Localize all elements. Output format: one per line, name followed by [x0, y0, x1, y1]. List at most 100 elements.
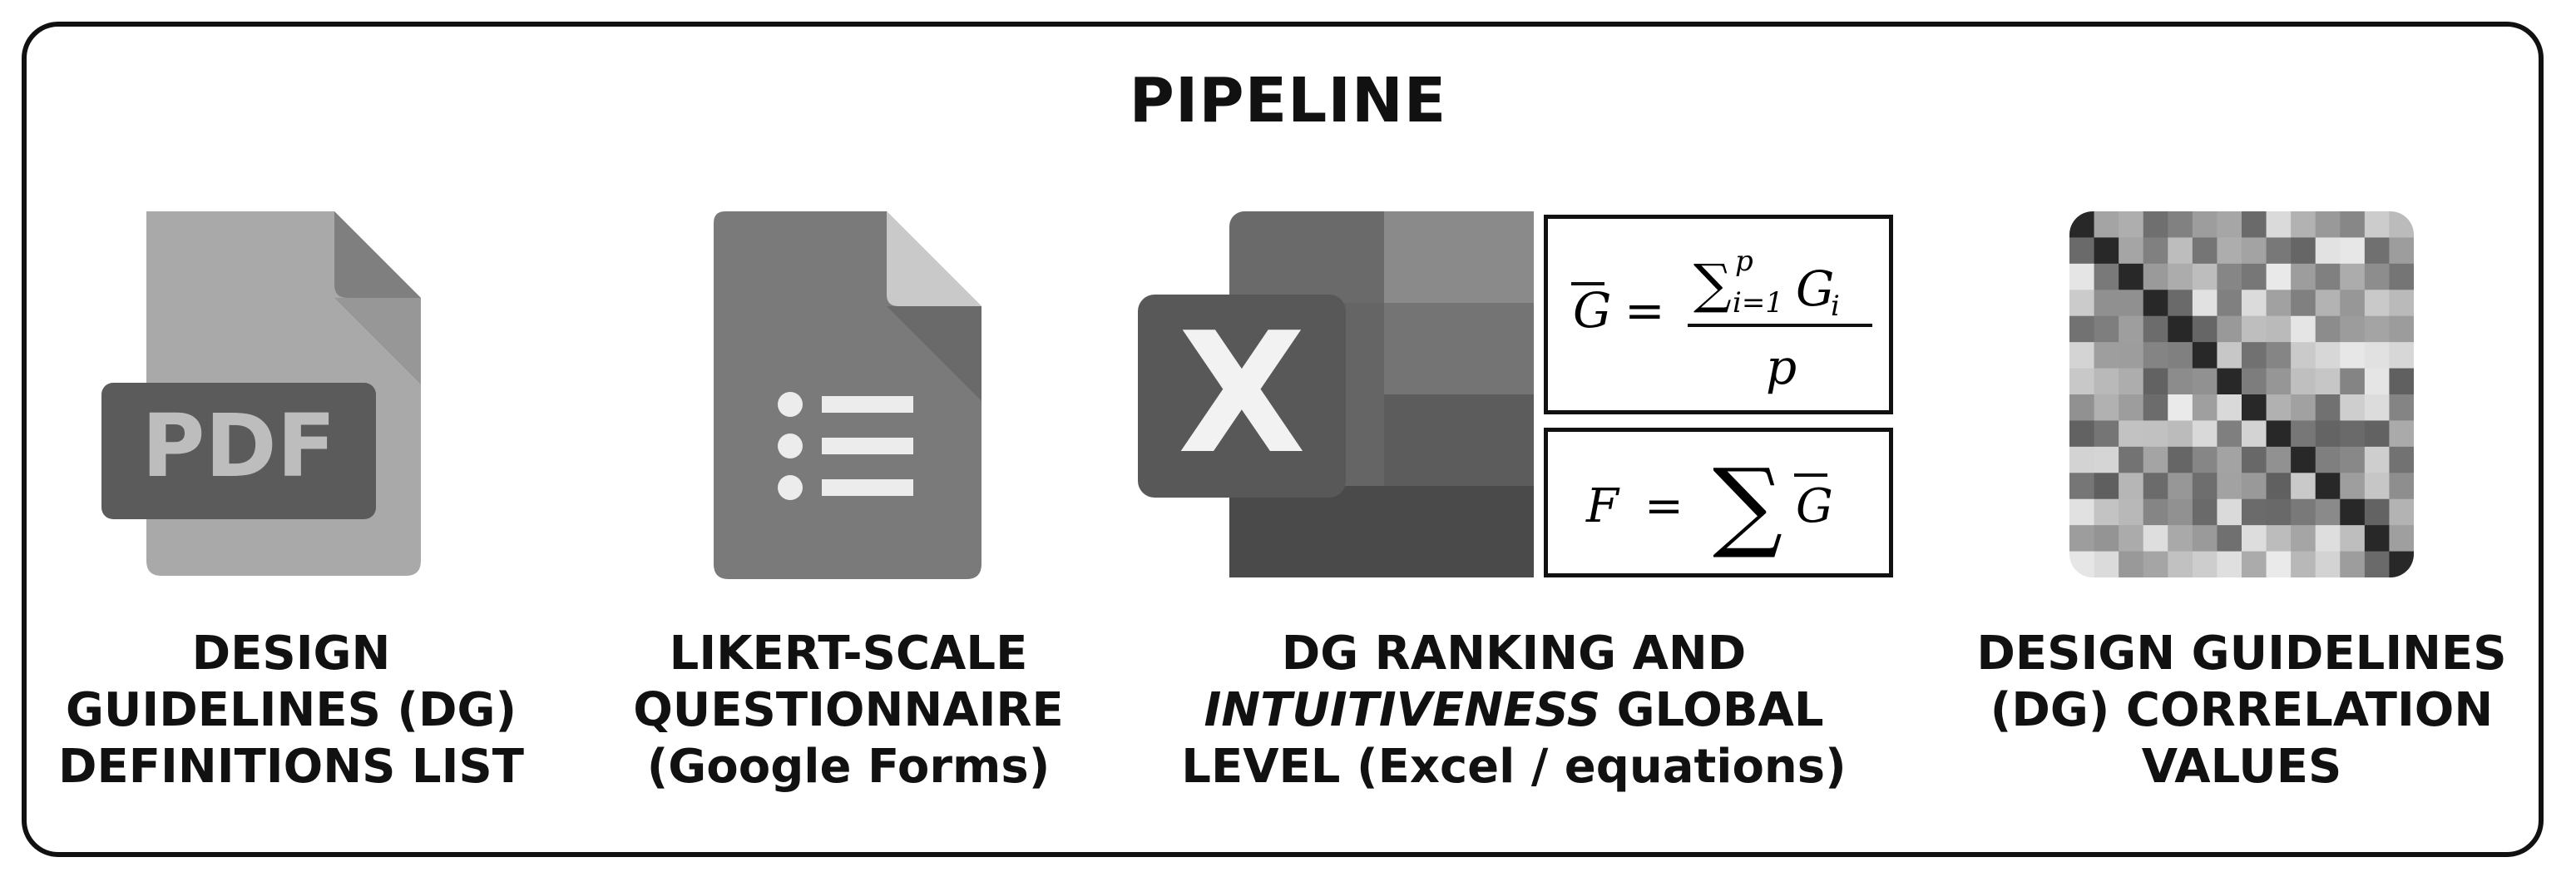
matrix-cell	[2119, 525, 2144, 552]
matrix-cell	[2266, 473, 2292, 500]
matrix-cell	[2217, 446, 2242, 473]
matrix-cell	[2315, 473, 2341, 500]
matrix-cell	[2143, 368, 2168, 395]
matrix-cell	[2143, 211, 2168, 238]
matrix-cell	[2389, 394, 2414, 421]
matrix-cell	[2389, 315, 2414, 343]
matrix-cell	[2143, 473, 2168, 500]
matrix-cell	[2143, 290, 2168, 317]
caption-line: VALUES	[2141, 740, 2342, 794]
caption-line: QUESTIONNAIRE	[633, 683, 1064, 737]
matrix-cell	[2192, 498, 2218, 526]
matrix-cell	[2192, 368, 2218, 395]
matrix-cell	[2340, 420, 2366, 448]
matrix-cell	[2315, 498, 2341, 526]
matrix-cell	[2291, 263, 2316, 290]
matrix-cell	[2192, 473, 2218, 500]
matrix-cell	[2192, 290, 2218, 317]
matrix-cell	[2340, 498, 2366, 526]
matrix-cell	[2217, 263, 2242, 290]
matrix-cell	[2168, 551, 2193, 577]
matrix-cell	[2168, 394, 2193, 421]
matrix-cell	[2119, 237, 2144, 265]
matrix-cell	[2364, 394, 2390, 421]
matrix-cell	[2340, 446, 2366, 473]
matrix-cell	[2364, 237, 2390, 265]
forms-document-icon	[714, 211, 981, 579]
matrix-cell	[2094, 315, 2119, 343]
matrix-cell	[2242, 525, 2267, 552]
matrix-cell	[2389, 420, 2414, 448]
matrix-cell	[2217, 525, 2242, 552]
matrix-cell	[2389, 525, 2414, 552]
matrix-cell	[2291, 394, 2316, 421]
matrix-cell	[2119, 498, 2144, 526]
matrix-cell	[2242, 237, 2267, 265]
svg-text:i: i	[1831, 290, 1840, 323]
matrix-cell	[2266, 211, 2292, 238]
matrix-cell	[2217, 211, 2242, 238]
matrix-cell	[2242, 290, 2267, 317]
matrix-cell	[2217, 368, 2242, 395]
svg-text:G: G	[1573, 282, 1611, 339]
matrix-cell	[2094, 446, 2119, 473]
matrix-cell	[2192, 394, 2218, 421]
matrix-cell	[2291, 446, 2316, 473]
matrix-cell	[2094, 498, 2119, 526]
matrix-cell	[2119, 263, 2144, 290]
matrix-cell	[2340, 315, 2366, 343]
caption-line: GUIDELINES (DG)	[65, 683, 517, 737]
matrix-cell	[2168, 446, 2193, 473]
matrix-cell	[2192, 420, 2218, 448]
caption-line: (Google Forms)	[646, 740, 1051, 794]
pipeline-title: PIPELINE	[1129, 65, 1447, 136]
matrix-cell	[2119, 420, 2144, 448]
matrix-cell	[2242, 394, 2267, 421]
matrix-cell	[2168, 525, 2193, 552]
matrix-cell	[2242, 368, 2267, 395]
matrix-cell	[2143, 342, 2168, 369]
matrix-cell	[2340, 394, 2366, 421]
matrix-cell	[2094, 237, 2119, 265]
matrix-cell	[2242, 342, 2267, 369]
matrix-cell	[2266, 290, 2292, 317]
matrix-cell	[2340, 263, 2366, 290]
matrix-cell	[2315, 551, 2341, 577]
matrix-cell	[2119, 211, 2144, 238]
matrix-cell	[2192, 342, 2218, 369]
caption-line: DESIGN	[191, 627, 391, 681]
matrix-cell	[2094, 368, 2119, 395]
matrix-cell	[2069, 368, 2095, 395]
pdf-icon-label: PDF	[141, 395, 336, 497]
matrix-cell	[2217, 290, 2242, 317]
matrix-cell	[2315, 211, 2341, 238]
matrix-cell	[2315, 342, 2341, 369]
matrix-cell	[2364, 473, 2390, 500]
matrix-cell	[2168, 342, 2193, 369]
matrix-cell	[2364, 368, 2390, 395]
matrix-cell	[2364, 551, 2390, 577]
svg-text:∑: ∑	[1713, 447, 1782, 562]
matrix-cell	[2094, 551, 2119, 577]
matrix-cell	[2242, 263, 2267, 290]
svg-text:=: =	[1644, 479, 1684, 533]
correlation-matrix-icon	[2069, 211, 2414, 577]
matrix-cell	[2364, 315, 2390, 343]
matrix-cell	[2094, 473, 2119, 500]
matrix-cell	[2094, 420, 2119, 448]
matrix-cell	[2094, 211, 2119, 238]
matrix-cell	[2168, 420, 2193, 448]
matrix-cell	[2389, 473, 2414, 500]
equation-g-bar: G = ∑ p i=1 G i p	[1544, 215, 1893, 414]
matrix-cell	[2291, 368, 2316, 395]
matrix-cell	[2168, 211, 2193, 238]
matrix-cell	[2315, 290, 2341, 317]
matrix-cell	[2069, 525, 2095, 552]
matrix-cell	[2364, 498, 2390, 526]
equation-f: F = ∑ G	[1544, 428, 1893, 577]
matrix-cell	[2143, 525, 2168, 552]
matrix-cell	[2069, 290, 2095, 317]
matrix-cell	[2389, 498, 2414, 526]
matrix-cell	[2168, 263, 2193, 290]
svg-text:=: =	[1624, 282, 1665, 339]
